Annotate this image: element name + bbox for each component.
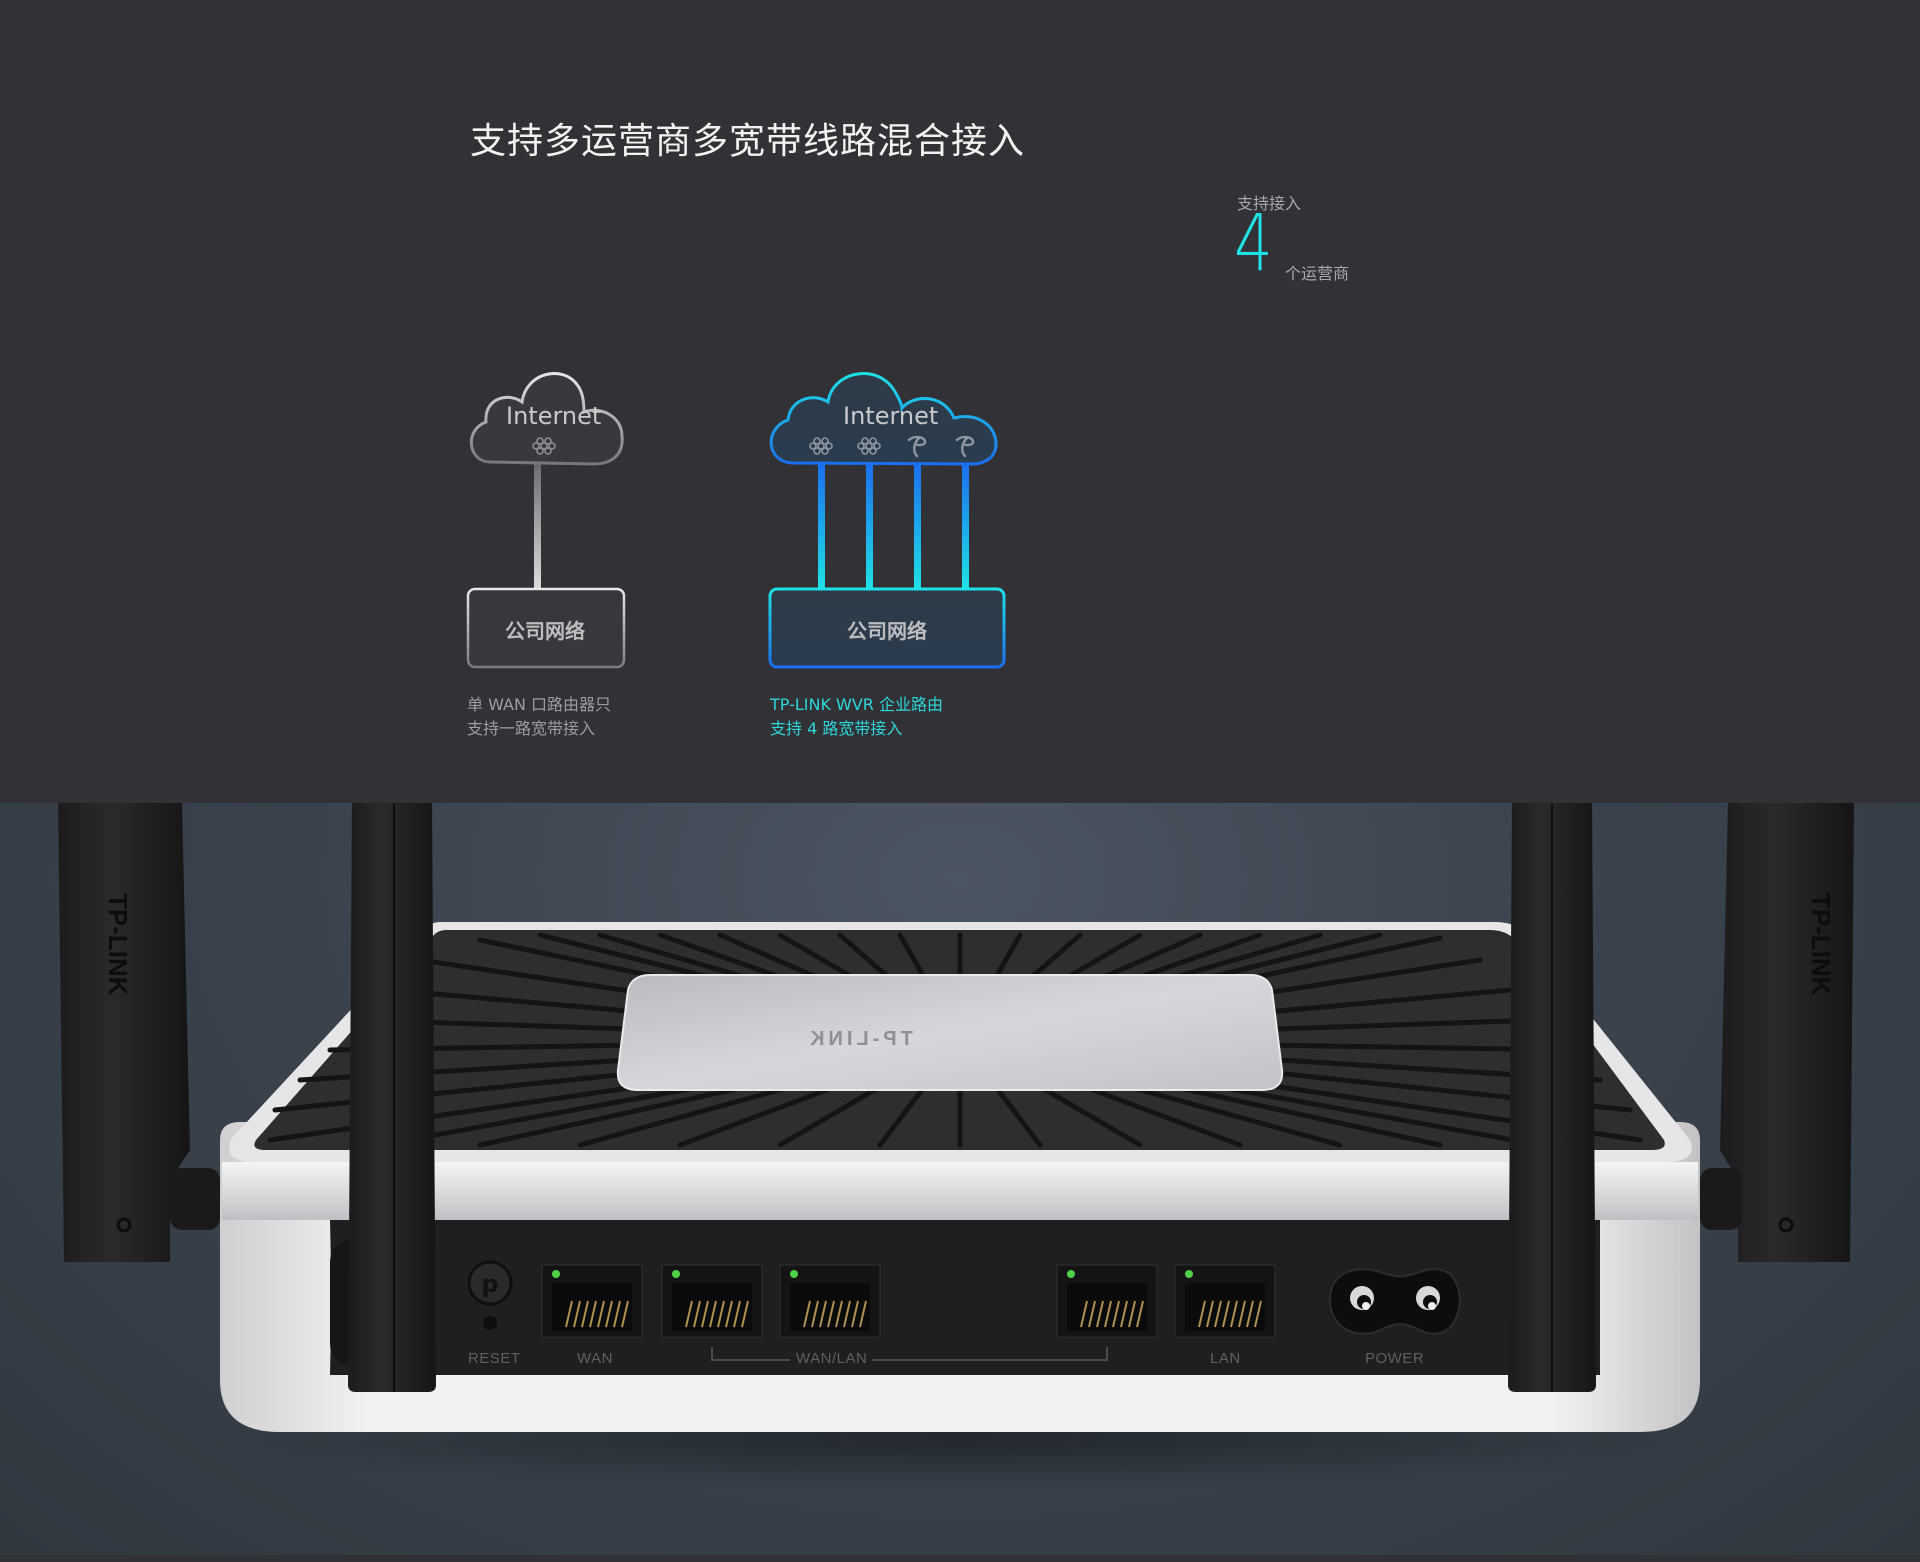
multi-wan-caption: TP-LINK WVR 企业路由 支持 4 路宽带接入 (770, 693, 943, 741)
antenna-logo-left: TP-LINK (103, 893, 133, 996)
wan-port (541, 1264, 643, 1338)
bottom-divider (0, 1555, 1920, 1562)
antenna-inner-right (1508, 803, 1596, 1392)
feature-section: 支持多运营商多宽带线路混合接入 支持接入 4 个运营商 (460, 121, 1350, 741)
multi-wan-diagram: Internet 公司网络 (760, 350, 1020, 680)
single-wan-diagram-graphic (466, 371, 626, 669)
box-label: 公司网络 (847, 619, 927, 643)
connection-line (534, 464, 541, 588)
single-wan-diagram: Internet 公司网络 (460, 350, 640, 680)
brand-plate-logo: TP-LINK (806, 1028, 913, 1050)
wan-lan-port-2 (779, 1264, 881, 1338)
ethernet-ports (541, 1264, 1276, 1338)
cloud-icon (469, 371, 624, 466)
wan-lan-port-3 (1056, 1264, 1158, 1338)
connection-line-2 (866, 464, 873, 588)
cloud-label: Internet (843, 402, 939, 430)
china-unicom-icon (857, 437, 881, 455)
antenna-outer-left (58, 803, 220, 1262)
lan-port (1174, 1264, 1276, 1338)
caption-line: 支持 4 路宽带接入 (770, 719, 903, 738)
cloud-label: Internet (506, 402, 602, 430)
port-panel (330, 1220, 1600, 1375)
china-unicom-icon (809, 437, 833, 455)
multi-wan-diagram-graphic (768, 372, 1006, 669)
antenna-outer-right (1700, 803, 1854, 1262)
single-wan-caption: 单 WAN 口路由器只 支持一路宽带接入 (467, 693, 611, 741)
router-product-photo: p (0, 803, 1920, 1555)
caption-line: TP-LINK WVR 企业路由 (770, 695, 943, 714)
china-telecom-icon (955, 435, 975, 458)
connection-line-3 (914, 464, 921, 588)
reset-label: RESET (468, 1350, 521, 1367)
router-illustration: p (58, 803, 1854, 1490)
wan-lan-port-1 (661, 1264, 763, 1338)
wan-lan-label: WAN/LAN (796, 1350, 868, 1367)
antenna-logo-right: TP-LINK (1806, 893, 1836, 996)
antenna-inner-left (348, 803, 436, 1392)
stat-label: 支持接入 (1237, 194, 1302, 213)
wan-label: WAN (577, 1350, 613, 1367)
brand-plate (616, 974, 1284, 1091)
svg-text:p: p (481, 1270, 498, 1298)
lan-label: LAN (1210, 1350, 1241, 1367)
stat-value: 4 (1234, 199, 1273, 289)
company-network-box (768, 587, 1006, 669)
stat-unit: 个运营商 (1285, 264, 1350, 283)
reset-button: p (467, 1260, 513, 1330)
connection-line-1 (818, 464, 825, 588)
box-label: 公司网络 (505, 619, 585, 643)
china-unicom-icon (532, 437, 556, 455)
caption-line: 单 WAN 口路由器只 (467, 695, 612, 714)
power-label: POWER (1365, 1350, 1425, 1367)
wan-lan-bracket (711, 1347, 1108, 1361)
connection-line-4 (962, 464, 969, 588)
section-title: 支持多运营商多宽带线路混合接入 (470, 121, 1026, 162)
power-socket (1328, 1268, 1462, 1335)
company-network-box (466, 587, 626, 669)
china-telecom-icon (907, 435, 927, 458)
caption-line: 支持一路宽带接入 (467, 719, 596, 738)
